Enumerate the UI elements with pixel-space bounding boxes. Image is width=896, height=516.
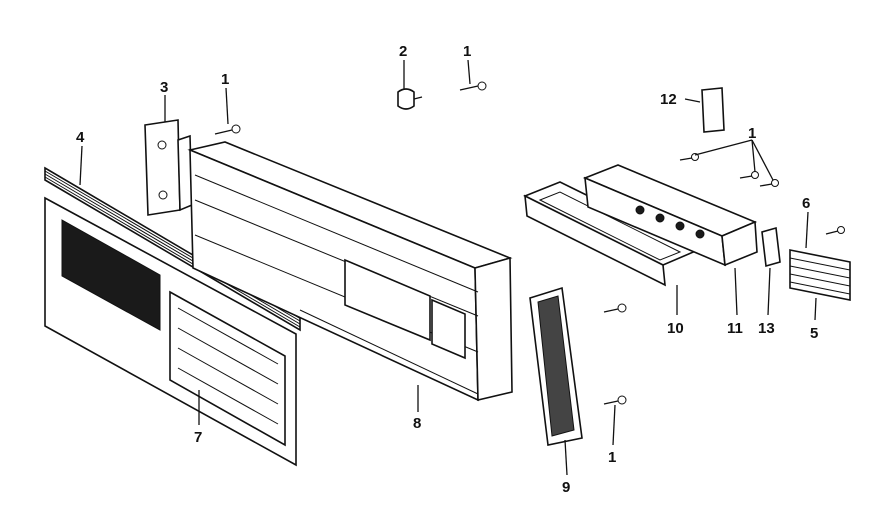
screw-lens-top <box>603 303 627 313</box>
label-plate <box>701 87 725 133</box>
lens <box>529 286 583 446</box>
bracket <box>144 119 193 216</box>
label-cable: 5 <box>810 325 818 342</box>
leader-lines <box>79 59 817 476</box>
label-control-housing: 11 <box>727 320 743 337</box>
label-label-plate: 12 <box>660 91 677 108</box>
rail <box>187 141 513 402</box>
label-bezel: 10 <box>667 320 684 337</box>
screw-side <box>825 226 845 235</box>
part-labels: 1 2 1 3 4 7 8 9 1 10 11 12 1 13 6 5 <box>76 43 818 496</box>
label-panel: 7 <box>194 429 202 446</box>
label-bracket: 3 <box>160 79 168 96</box>
screw-clip <box>459 81 487 91</box>
label-screw-top-left: 1 <box>221 71 229 88</box>
label-screw-lens-bottom: 1 <box>608 449 616 466</box>
label-screws-housing: 1 <box>748 125 756 142</box>
clip <box>397 88 423 110</box>
screw-top-left <box>214 124 241 135</box>
screws-housing <box>679 153 779 187</box>
control-housing <box>582 164 758 267</box>
label-connector-clip: 13 <box>758 320 775 337</box>
label-screw-side: 6 <box>802 195 810 212</box>
label-trim-strip: 4 <box>76 129 85 146</box>
screw-lens-bottom <box>603 395 627 405</box>
front-panel <box>44 196 297 467</box>
label-rail: 8 <box>413 415 421 432</box>
label-clip: 2 <box>399 43 407 60</box>
label-screw-clip: 1 <box>463 43 471 60</box>
label-lens: 9 <box>562 479 570 496</box>
connector-clip <box>761 226 781 268</box>
cable <box>789 249 851 301</box>
